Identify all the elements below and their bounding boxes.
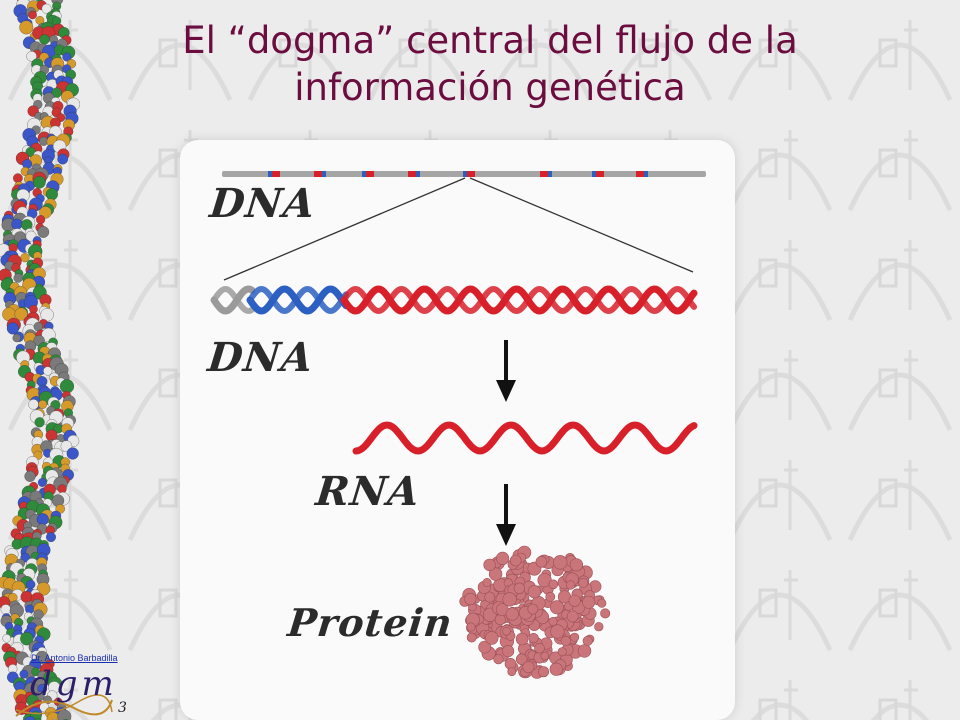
down-arrow-icon xyxy=(496,484,516,546)
title-line-1: El “dogma” central del flujo de la xyxy=(182,19,798,62)
dgm-logo: dgm xyxy=(30,664,118,704)
dna-strip-icon xyxy=(0,0,80,720)
protein-icon xyxy=(459,545,611,679)
title-line-2: información genética xyxy=(294,65,686,109)
down-arrow-icon xyxy=(496,340,516,402)
page-number: 3 xyxy=(118,700,127,716)
author-link[interactable]: Dr. Antonio Barbadilla xyxy=(31,653,118,663)
dna-double-helix-icon xyxy=(210,285,698,315)
chromosome-marks xyxy=(268,171,648,177)
slide-title: El “dogma” central del flujo de la infor… xyxy=(110,18,870,112)
label-rna: RNA xyxy=(313,468,423,515)
zoom-line-left xyxy=(223,177,466,281)
zoom-line-right xyxy=(469,177,694,273)
label-dna-top: DNA xyxy=(207,180,318,227)
label-protein: Protein xyxy=(285,600,456,645)
logo-swoosh-icon xyxy=(15,694,113,717)
label-dna-mid: DNA xyxy=(205,334,316,381)
rna-strand-icon xyxy=(352,421,698,455)
